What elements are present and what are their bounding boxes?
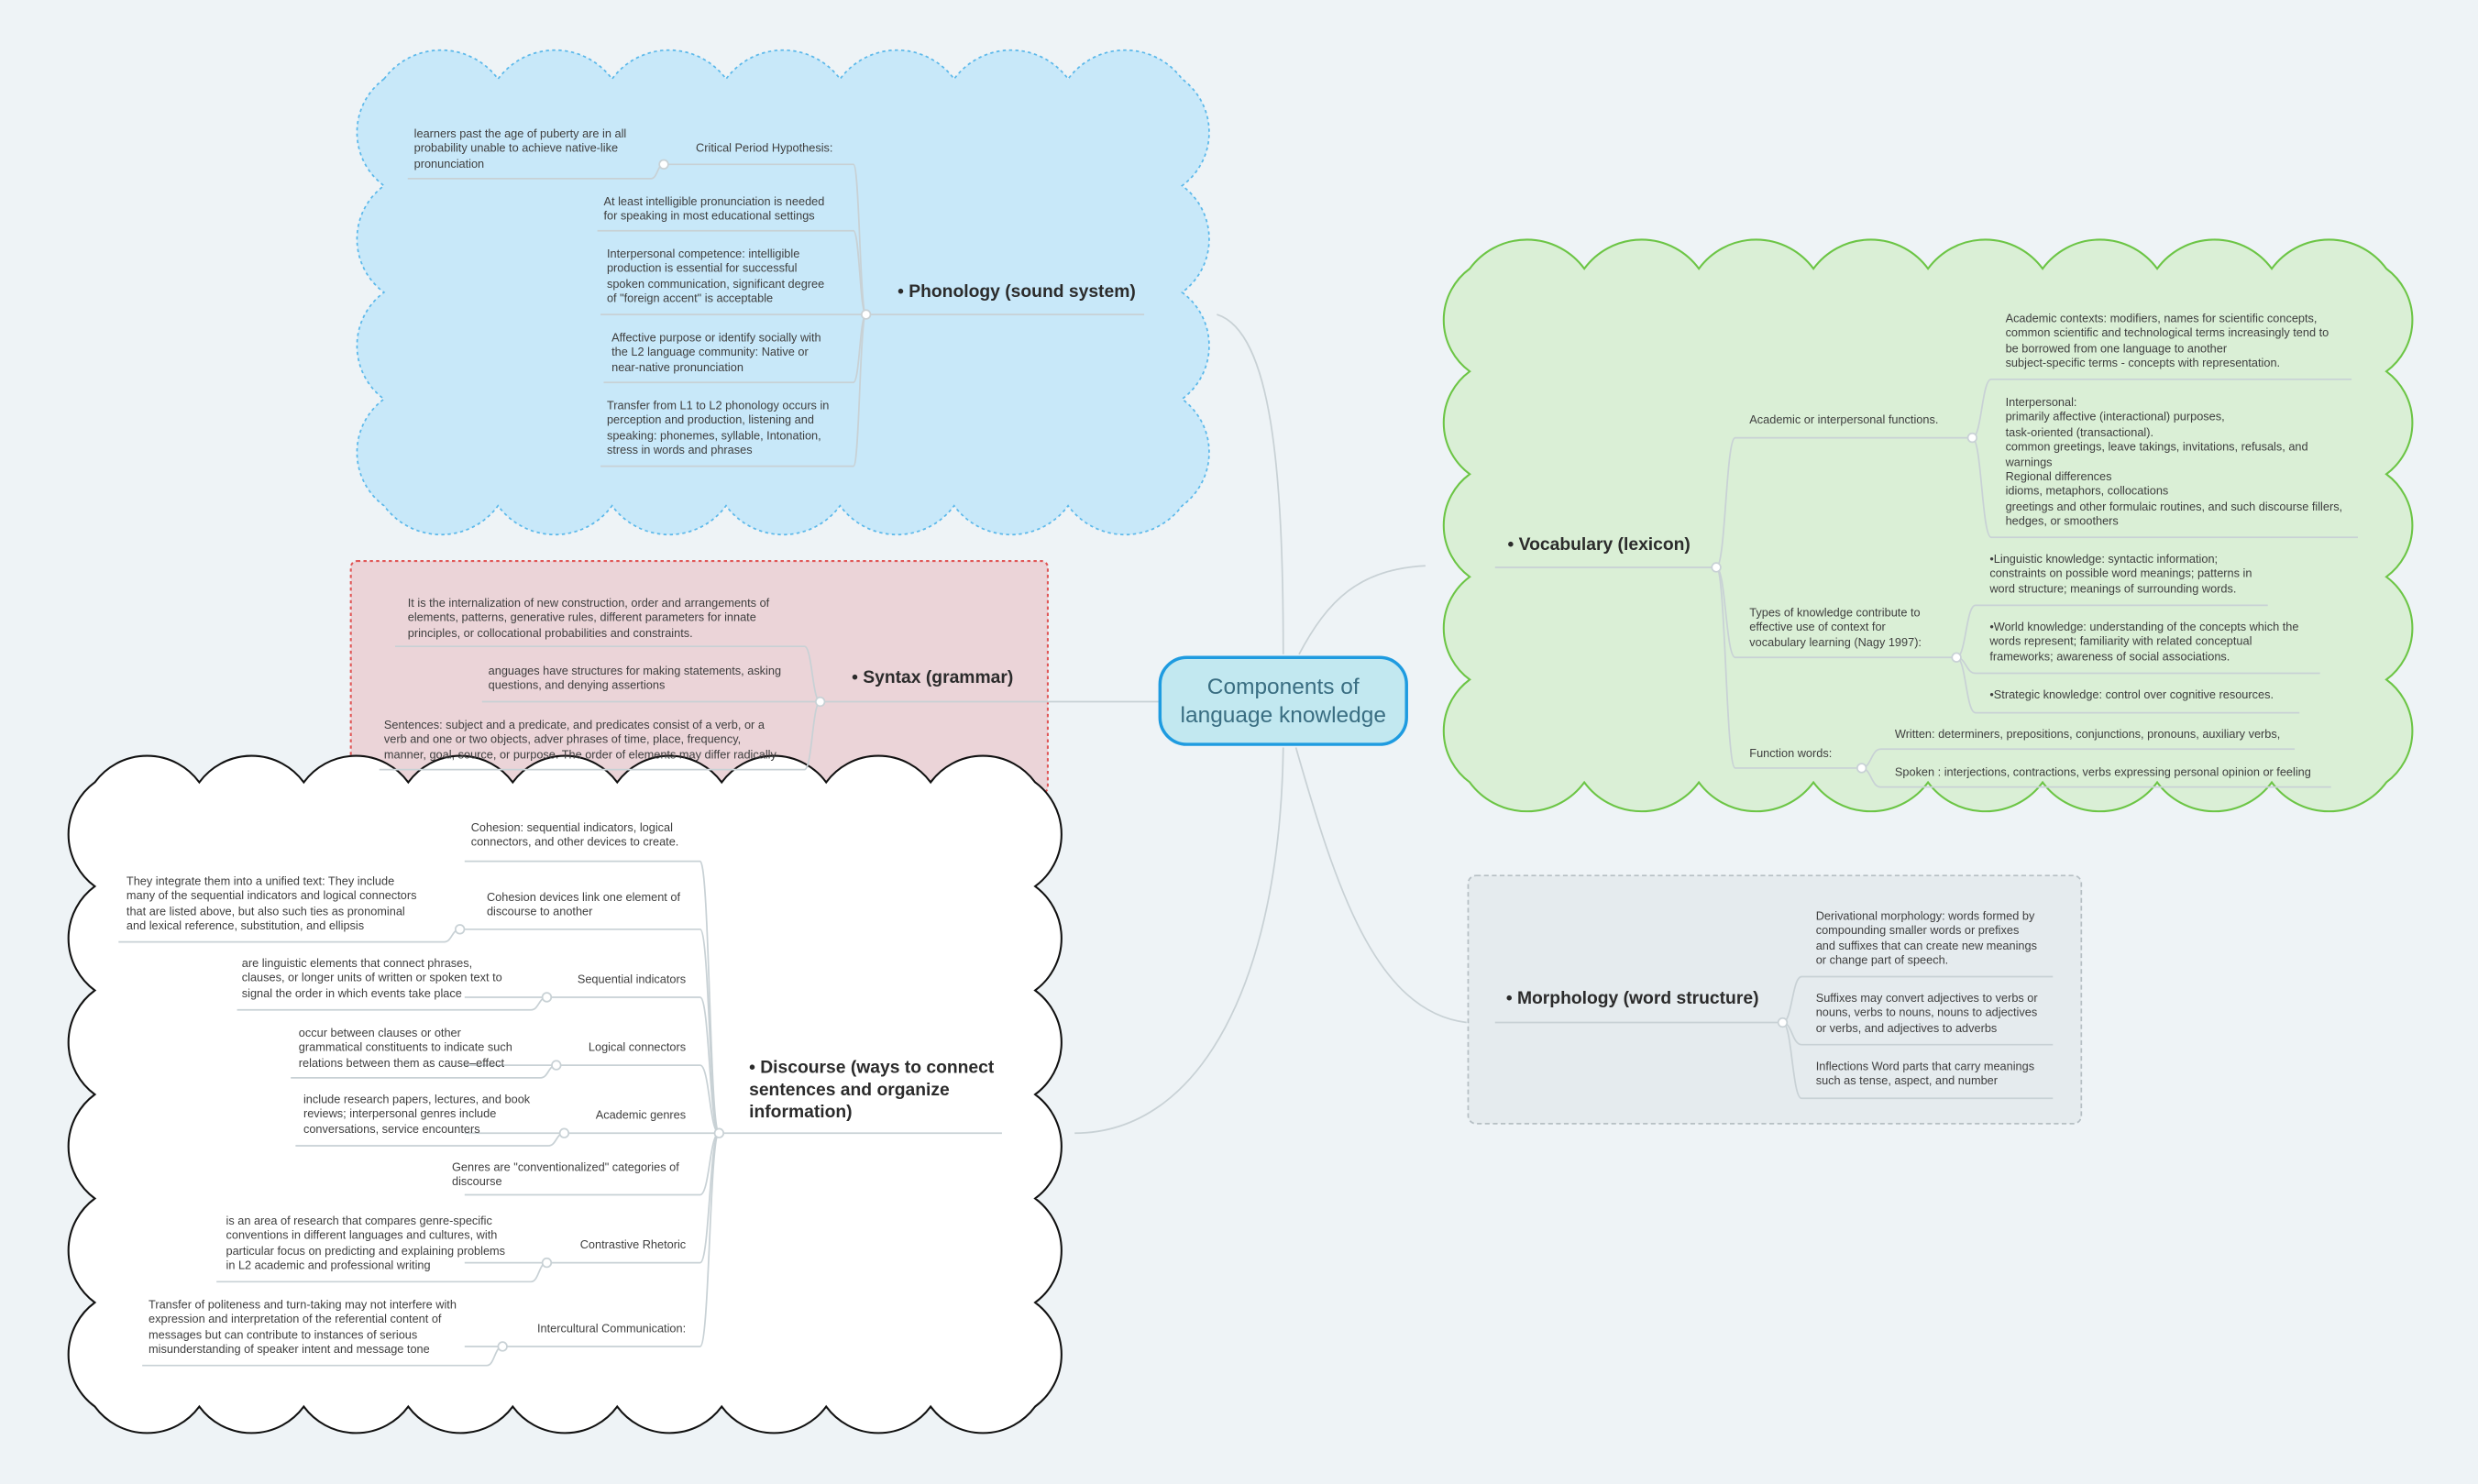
vocabulary-branch-node [1856, 763, 1867, 774]
topic-phonology[interactable]: • Phonology (sound system) [898, 282, 1136, 302]
vocabulary-branch-line [1715, 566, 1862, 769]
discourse-item-contrastive[interactable]: Contrastive Rhetoric [579, 1237, 687, 1252]
phonology-boundary [356, 49, 1210, 536]
vocabulary-written[interactable]: Written: determiners, prepositions, conj… [1894, 727, 2281, 742]
connector-central-vocabulary [1298, 565, 1426, 655]
discourse-branch-line [464, 1132, 721, 1347]
vocabulary-academic-contexts[interactable]: Academic contexts: modifiers, names for … [2005, 311, 2329, 370]
discourse-branch-node [541, 1257, 553, 1269]
syntax-item-sentences[interactable]: Sentences: subject and a predicate, and … [383, 717, 776, 762]
discourse-branch-node [551, 1060, 562, 1071]
topic-vocabulary[interactable]: • Vocabulary (lexicon) [1507, 535, 1691, 555]
phonology-item-transfer[interactable]: Transfer from L1 to L2 phonology occurs … [606, 398, 830, 457]
discourse-contrastive-detail[interactable]: is an area of research that compares gen… [226, 1214, 506, 1273]
topic-morphology[interactable]: • Morphology (word structure) [1505, 989, 1759, 1009]
vocabulary-branch-functions[interactable]: Academic or interpersonal functions. [1749, 412, 1939, 427]
vocabulary-branch-line [1715, 436, 1973, 568]
syntax-item-internalization[interactable]: It is the internalization of new constru… [407, 596, 770, 640]
vocabulary-linguistic-knowledge[interactable]: •Linguistic knowledge: syntactic informa… [1989, 551, 2252, 596]
discourse-topic-node [713, 1127, 725, 1138]
vocabulary-branch-node [1966, 432, 1978, 444]
phonology-critical-period-detail[interactable]: learners past the age of puberty are in … [413, 126, 627, 170]
discourse-cohesion-devices-detail[interactable]: They integrate them into a unified text:… [126, 874, 417, 933]
connector-central-morphology [1294, 747, 1467, 1024]
discourse-branch-node [558, 1127, 570, 1138]
discourse-item-logical[interactable]: Logical connectors [588, 1039, 687, 1055]
phonology-item-interpersonal[interactable]: Interpersonal competence: intelligible p… [606, 246, 825, 306]
discourse-item-genres[interactable]: Genres are "conventionalized" categories… [452, 1160, 679, 1190]
vocabulary-branch-node [1951, 652, 1962, 663]
discourse-academic-genres-detail[interactable]: include research papers, lectures, and b… [303, 1092, 531, 1137]
vocabulary-interpersonal[interactable]: Interpersonal: primarily affective (inte… [2005, 395, 2343, 529]
morphology-item-inflections[interactable]: Inflections Word parts that carry meanin… [1815, 1059, 2035, 1088]
discourse-branch-node [497, 1341, 508, 1352]
discourse-sequential-detail[interactable]: are linguistic elements that connect phr… [241, 956, 502, 1001]
morphology-topic-node [1777, 1017, 1789, 1028]
discourse-branch-line [464, 996, 721, 1135]
vocabulary-boundary [1442, 238, 2414, 813]
syntax-topic-node [814, 696, 826, 708]
vocabulary-world-knowledge[interactable]: •World knowledge: understanding of the c… [1989, 619, 2299, 664]
connector-central-phonology [1217, 313, 1284, 654]
vocabulary-branch-function-words[interactable]: Function words: [1749, 745, 1833, 761]
discourse-item-academic-genres[interactable]: Academic genres [595, 1107, 687, 1123]
topic-discourse[interactable]: • Discourse (ways to connect sentences a… [749, 1059, 995, 1123]
discourse-branch-node [454, 924, 466, 935]
discourse-logical-detail[interactable]: occur between clauses or other grammatic… [298, 1025, 512, 1070]
vocabulary-branch-knowledge-types[interactable]: Types of knowledge contribute to effecti… [1749, 605, 1922, 650]
morphology-boundary [1467, 874, 2083, 1125]
discourse-boundary [67, 754, 1063, 1435]
vocabulary-strategic-knowledge[interactable]: •Strategic knowledge: control over cogni… [1989, 687, 2274, 702]
phonology-item-intelligible[interactable]: At least intelligible pronunciation is n… [603, 194, 825, 224]
phonology-branch-line [600, 313, 867, 467]
central-topic[interactable]: Components of language knowledge [1158, 655, 1408, 746]
topic-syntax[interactable]: • Syntax (grammar) [852, 668, 1014, 688]
discourse-intercultural-detail[interactable]: Transfer of politeness and turn-taking m… [149, 1297, 457, 1357]
discourse-item-intercultural[interactable]: Intercultural Communication: [536, 1321, 687, 1336]
connector-central-discourse [1074, 747, 1284, 1135]
discourse-item-cohesion[interactable]: Cohesion: sequential indicators, logical… [470, 819, 679, 850]
phonology-critical-node [658, 159, 669, 170]
morphology-item-derivational[interactable]: Derivational morphology: words formed by… [1815, 908, 2037, 968]
morphology-item-suffixes[interactable]: Suffixes may convert adjectives to verbs… [1815, 991, 2038, 1036]
vocabulary-child-line [1971, 436, 2358, 539]
phonology-critical-period[interactable]: Critical Period Hypothesis: [696, 140, 833, 155]
vocabulary-spoken[interactable]: Spoken : interjections, contractions, ve… [1894, 764, 2311, 780]
discourse-branch-node [541, 992, 553, 1003]
syntax-item-structures[interactable]: anguages have structures for making stat… [488, 664, 782, 693]
discourse-item-cohesion-devices[interactable]: Cohesion devices link one element of dis… [486, 889, 681, 919]
phonology-topic-node [860, 309, 872, 320]
phonology-item-affective[interactable]: Affective purpose or identify socially w… [611, 330, 821, 375]
discourse-item-sequential[interactable]: Sequential indicators [577, 972, 687, 986]
vocabulary-topic-node [1711, 562, 1722, 573]
